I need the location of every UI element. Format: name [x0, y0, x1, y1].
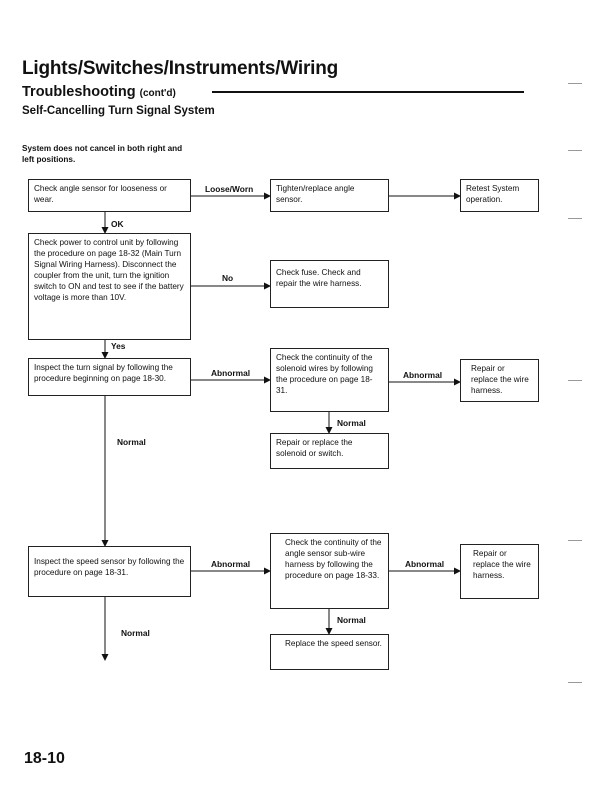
box-inspect-speed-sensor: Inspect the speed sensor by following th… [28, 546, 191, 597]
symptom-text: System does not cancel in both right and… [22, 144, 183, 164]
label-normal-4: Normal [121, 628, 150, 638]
label-loose-worn: Loose/Worn [205, 184, 254, 194]
box-retest: Retest System operation. [460, 179, 539, 212]
label-ok: OK [111, 219, 124, 229]
box-check-angle-subwire: Check the continuity of the angle sensor… [270, 533, 389, 609]
box-check-solenoid-wires: Check the continuity of the solenoid wir… [270, 348, 389, 412]
subtitle-contd: (cont'd) [139, 88, 176, 99]
subtitle-text: Troubleshooting [22, 84, 136, 100]
box-inspect-turn-signal: Inspect the turn signal by following the… [28, 358, 191, 396]
scan-mark [568, 540, 582, 541]
label-abnormal-3: Abnormal [211, 559, 251, 569]
label-normal-3: Normal [337, 615, 366, 625]
scan-mark [568, 380, 582, 381]
section-title: Self-Cancelling Turn Signal System [22, 105, 215, 117]
box-tighten-replace: Tighten/replace angle sensor. [270, 179, 389, 212]
page-title: Lights/Switches/Instruments/Wiring [22, 58, 339, 79]
box-repair-solenoid: Repair or replace the solenoid or switch… [270, 433, 389, 469]
box-repair-harness-1: Repair or replace the wire harness. [460, 359, 539, 402]
scan-mark [568, 150, 582, 151]
label-abnormal-1: Abnormal [211, 368, 251, 378]
page-number: 18-10 [24, 750, 65, 767]
box-replace-speed-sensor: Replace the speed sensor. [270, 634, 389, 670]
label-abnormal-2: Abnormal [403, 370, 443, 380]
label-normal-2: Normal [117, 437, 146, 447]
header-rule [212, 91, 524, 93]
box-repair-harness-2: Repair or replace the wire harness. [460, 544, 539, 599]
label-normal-1: Normal [337, 418, 366, 428]
box-check-angle-sensor: Check angle sensor for looseness or wear… [28, 179, 191, 212]
page-subtitle: Troubleshooting (cont'd) [22, 84, 176, 100]
label-no: No [222, 273, 234, 283]
box-check-fuse: Check fuse. Check and repair the wire ha… [270, 260, 389, 308]
label-abnormal-4: Abnormal [405, 559, 445, 569]
scan-mark [568, 682, 582, 683]
box-check-power: Check power to control unit by following… [28, 233, 191, 340]
scan-mark [568, 218, 582, 219]
label-yes: Yes [111, 341, 126, 351]
scan-mark [568, 83, 582, 84]
